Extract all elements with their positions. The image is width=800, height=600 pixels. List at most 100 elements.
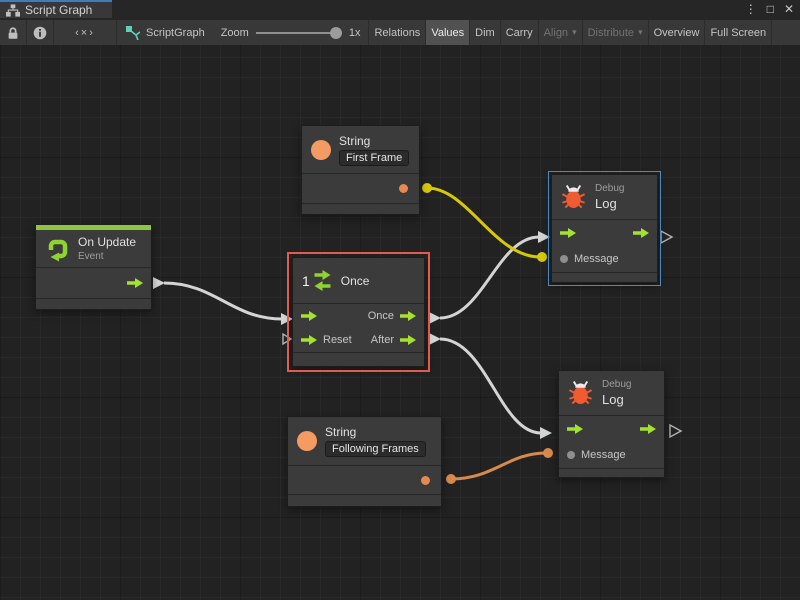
node-header: String Following Frames [288,417,441,466]
flow-input-port[interactable] [560,228,576,238]
zoom-slider-track [255,31,342,34]
flow-output-port[interactable] [127,278,143,288]
chevron-down-icon: ▾ [572,27,577,37]
value-output-port[interactable] [421,475,430,485]
maximize-icon[interactable]: □ [766,2,774,16]
port-label-once: Once [367,310,394,322]
node-footer [559,468,664,477]
flow-output-port-once[interactable] [400,311,416,321]
node-debug-log-top[interactable]: Debug Log Message [548,171,661,286]
flow-output-port[interactable] [640,424,656,434]
port-label-message: Message [574,253,619,265]
flow-output-port[interactable] [633,228,649,238]
lock-icon [8,26,18,39]
zoom-slider[interactable] [255,26,342,39]
zoom-slider-handle[interactable] [329,26,342,39]
node-string-top[interactable]: String First Frame [301,125,420,215]
tab-script-graph[interactable]: Script Graph [0,0,112,18]
port-row: Message [559,442,664,468]
wire-string-top-to-message[interactable] [426,186,541,259]
carry-button[interactable]: Carry [501,20,539,45]
value-output-port[interactable] [399,184,408,193]
port-row: Reset After [293,328,424,352]
fullscreen-button[interactable]: Full Screen [705,20,773,45]
graph-toolbar: ‹×› ScriptGraph Zoom 1x Relations Values… [0,20,800,45]
flow-input-port-reset[interactable] [301,335,317,345]
node-subtitle: Event [78,251,104,262]
wire-endpoint-dot[interactable] [422,183,432,193]
overview-button[interactable]: Overview [649,20,706,45]
port-row: Once [293,304,424,328]
cycle-arrows-icon [314,270,331,291]
relations-button[interactable]: Relations [369,20,427,45]
update-loop-icon [48,239,68,261]
wire-end-arrowhead[interactable] [538,231,550,243]
string-value-input[interactable]: First Frame [339,149,410,166]
string-value-input[interactable]: Following Frames [325,441,426,457]
node-once[interactable]: 1 Once Once Reset After [287,252,430,372]
port-row [559,416,664,442]
node-title: String [325,425,357,439]
wire-string-bottom-to-message[interactable] [450,451,547,481]
node-debug-log-bottom[interactable]: Debug Log Message [558,370,665,478]
node-header: Debug Log [559,371,664,416]
node-title: On Update [78,235,137,249]
tab-bar: Script Graph ⋮ □ ✕ [0,0,800,20]
graph-breadcrumb[interactable]: ScriptGraph [117,20,217,45]
node-header: On Update Event [36,230,151,268]
wire-layer [153,183,683,484]
port-row: Message [552,246,657,272]
wire-start-arrowhead[interactable] [429,333,441,345]
wire-end-arrowhead[interactable] [540,427,552,439]
window-menu-icon[interactable]: ⋮ [744,2,757,16]
node-header: Debug Log [552,175,657,220]
node-title: Debug [595,183,625,194]
port-row [36,268,151,298]
node-subtitle: Log [602,392,624,407]
node-footer [288,494,441,506]
flow-input-port[interactable] [301,311,317,321]
info-button[interactable] [27,20,54,45]
info-icon [33,26,47,39]
node-header: String First Frame [302,126,419,174]
once-count-badge: 1 [302,272,310,289]
wire-onupdate-to-once[interactable] [163,281,283,321]
wire-endpoint-dot[interactable] [543,448,553,458]
flow-input-port[interactable] [567,424,583,434]
port-triangle-unconnected[interactable] [669,423,683,439]
code-icon: ‹×› [75,26,95,39]
wire-start-arrowhead[interactable] [429,312,441,324]
window-controls: ⋮ □ ✕ [745,2,794,16]
flow-output-port-after[interactable] [400,335,416,345]
wire-endpoint-dot[interactable] [537,252,547,262]
port-row [552,220,657,246]
values-button[interactable]: Values [426,20,471,45]
wire-endpoint-dot[interactable] [446,474,456,484]
port-label-reset: Reset [323,334,352,346]
string-literal-icon [311,139,331,160]
node-string-bottom[interactable]: String Following Frames [287,416,442,507]
node-footer [36,298,151,309]
node-footer [552,272,657,282]
wire-end-arrowhead[interactable] [281,313,293,325]
script-graph-icon [126,25,140,40]
message-input-port[interactable] [560,255,568,263]
string-literal-icon [297,431,317,451]
port-triangle-unconnected[interactable] [660,229,674,245]
wire-after-to-debuglog-bottom[interactable] [439,337,542,435]
node-on-update[interactable]: On Update Event [35,224,152,310]
port-label-message: Message [581,449,626,461]
align-dropdown[interactable]: Align ▾ [539,20,583,45]
port-triangle-unconnected[interactable] [282,332,293,346]
close-icon[interactable]: ✕ [783,2,794,16]
node-title: Debug [602,379,632,390]
wire-start-arrowhead[interactable] [153,277,165,289]
lock-button[interactable] [0,20,27,45]
message-input-port[interactable] [567,451,575,459]
dim-button[interactable]: Dim [470,20,501,45]
wire-once-to-debuglog-top[interactable] [439,235,540,320]
node-title: String [339,133,371,148]
embed-code-button[interactable]: ‹×› [54,20,117,45]
distribute-dropdown[interactable]: Distribute ▾ [583,20,649,45]
